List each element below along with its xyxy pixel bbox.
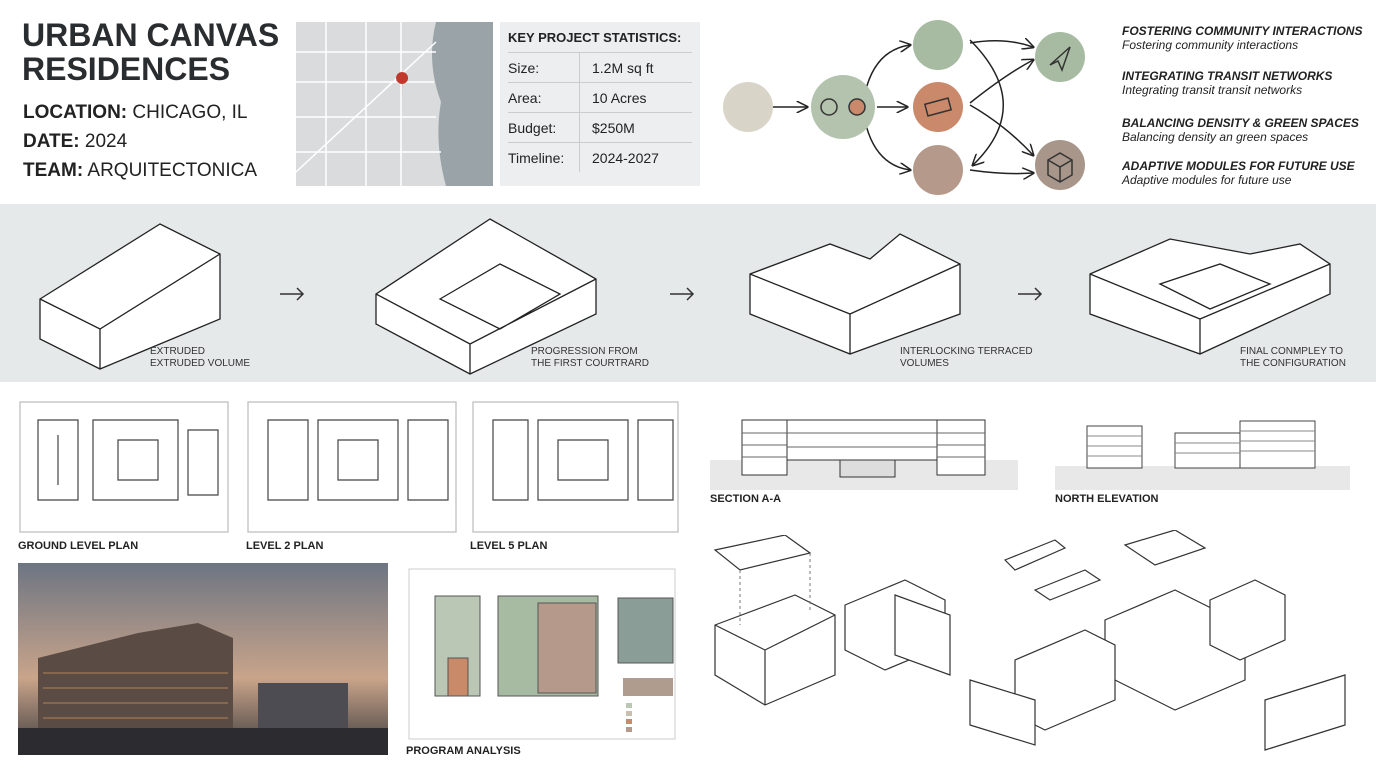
exterior-rendering: [18, 563, 388, 755]
network-node-icon: [913, 145, 963, 195]
program-label: PROGRAM ANALYSIS: [406, 745, 521, 757]
stats-table: KEY PROJECT STATISTICS: Size:1.2M sq ft …: [500, 22, 700, 186]
ground-plan-label: GROUND LEVEL PLAN: [18, 540, 139, 552]
site-map: [296, 22, 493, 186]
cycle-node-icon: [811, 75, 875, 139]
date: DATE: 2024: [23, 131, 128, 152]
elevation-label: NORTH ELEVATION: [1055, 493, 1159, 505]
concept-diagram: [723, 20, 1085, 195]
exploded-axonometric-2: [969, 530, 1346, 751]
program-analysis-plan: [408, 568, 676, 740]
section-drawing: [710, 419, 1018, 490]
section-label: SECTION A-A: [710, 493, 782, 505]
elevation-drawing: [1055, 420, 1350, 490]
people-node-icon: [723, 82, 773, 132]
layers-node-icon: [913, 82, 963, 132]
floor-plans: [19, 401, 679, 533]
location-pin-icon: [396, 72, 409, 98]
program-legend: [626, 703, 632, 732]
level5-plan-label: LEVEL 5 PLAN: [470, 540, 548, 552]
level2-plan-label: LEVEL 2 PLAN: [246, 540, 324, 552]
massing-diagrams: [39, 218, 1331, 375]
cube-node-icon: [1035, 140, 1085, 190]
location: LOCATION: CHICAGO, IL: [23, 102, 248, 123]
team: TEAM: ARQUITECTONICA: [23, 160, 257, 181]
exploded-axonometric-1: [713, 535, 951, 706]
community-node-icon: [913, 20, 963, 70]
page-title: URBAN CANVAS RESIDENCES: [22, 17, 280, 87]
